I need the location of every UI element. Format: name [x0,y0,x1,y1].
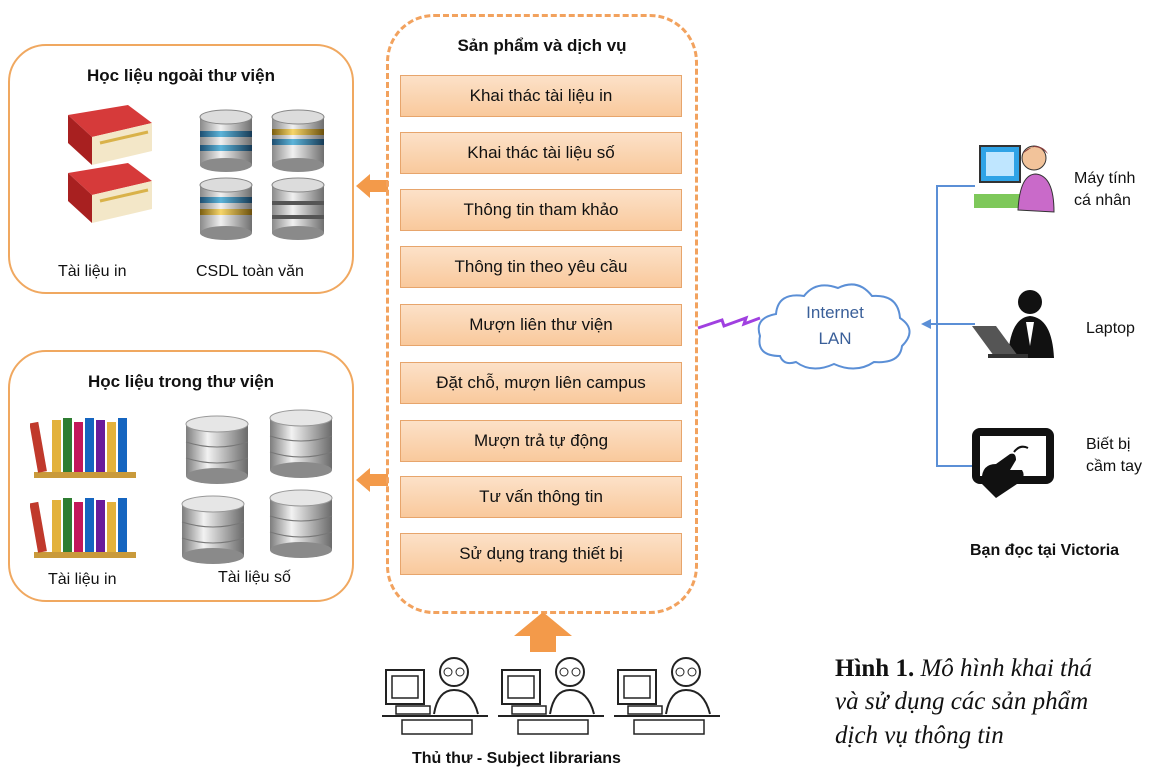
outside-panel-title: Học liệu ngoài thư viện [87,66,275,85]
database-icon [199,177,253,240]
reader-device-pc: Máy tính cá nhân [1074,168,1135,211]
service-self-checkout: Mượn trả tự động [400,420,682,462]
arrow-left-icon [356,468,388,492]
inside-caption-print: Tài liệu in [48,571,117,588]
figure-caption-text-2: và sử dụng các sản phẩm [835,688,1089,716]
database-icon [199,109,253,172]
librarians-icon [382,657,720,735]
service-info-consulting: Tư vấn thông tin [400,476,682,518]
services-container [386,14,698,614]
reader-device-handheld-line2: cầm tay [1086,457,1143,475]
desktop-user-icon [974,145,1055,213]
figure-caption-line1: Hình 1. Mô hình khai thá [835,652,1092,685]
outside-panel-icons [68,105,325,240]
librarians-label: Thủ thư - Subject librarians [412,750,621,767]
network-label: Internet LAN [775,300,895,351]
outside-caption-print: Tài liệu in [58,263,127,280]
reader-device-handheld-line1: Biết bị [1086,436,1131,453]
reader-device-pc-line1: Máy tính [1074,170,1136,187]
figure-number: Hình 1. [835,655,915,682]
arrow-up-icon [514,612,572,652]
service-equipment-use: Sử dụng trang thiết bị [400,533,682,575]
librarian-at-computer-icon [382,657,488,735]
cloud-icon [757,283,911,370]
red-book-icon [68,163,152,223]
database-icon [271,109,325,172]
red-book-icon [68,105,152,165]
service-campus-reservation: Đặt chỗ, mượn liên campus [400,362,682,404]
reader-connectors [921,185,975,467]
outside-caption-fulltext-db: CSDL toàn văn [196,263,304,280]
figure-caption: Hình 1. Mô hình khai thá và sử dụng các … [835,652,1092,752]
inside-panel-icons [30,409,333,564]
database-icon [269,409,333,478]
service-reference-info: Thông tin tham khảo [400,189,682,231]
readers-group-label: Bạn đọc tại Victoria [970,542,1120,559]
bookshelf-icon [30,498,136,558]
figure-caption-line3: dịch vụ thông tin [835,719,1092,752]
services-title: Sản phẩm và dịch vụ [457,36,627,55]
inside-panel-title: Học liệu trong thư viện [87,372,275,391]
bookshelf-icon [30,418,136,478]
lightning-icon [697,315,761,330]
database-icon [185,415,249,484]
librarian-at-computer-icon [498,657,604,735]
figure-caption-text-1: Mô hình khai thá [920,655,1092,682]
arrow-left-icon [356,174,388,198]
network-label-lan: LAN [818,328,852,348]
service-info-on-demand: Thông tin theo yêu cầu [400,246,682,288]
service-print-materials: Khai thác tài liệu in [400,75,682,117]
reader-device-pc-line2: cá nhân [1074,191,1131,209]
reader-device-handheld: Biết bị cầm tay [1086,434,1142,477]
librarian-at-computer-icon [614,657,720,735]
laptop-user-icon [972,290,1054,358]
database-icon [269,489,333,558]
reader-device-laptop: Laptop [1086,320,1135,337]
tablet-touch-icon [972,428,1054,498]
service-digital-materials: Khai thác tài liệu số [400,132,682,174]
figure-caption-line2: và sử dụng các sản phẩm [835,685,1092,718]
database-icon [181,495,245,564]
figure-caption-text-3: dịch vụ thông tin [835,721,1004,749]
database-icon [271,177,325,240]
network-label-internet: Internet [806,303,864,322]
service-interlibrary-loan: Mượn liên thư viện [400,304,682,346]
inside-caption-digital: Tài liệu số [218,569,291,586]
